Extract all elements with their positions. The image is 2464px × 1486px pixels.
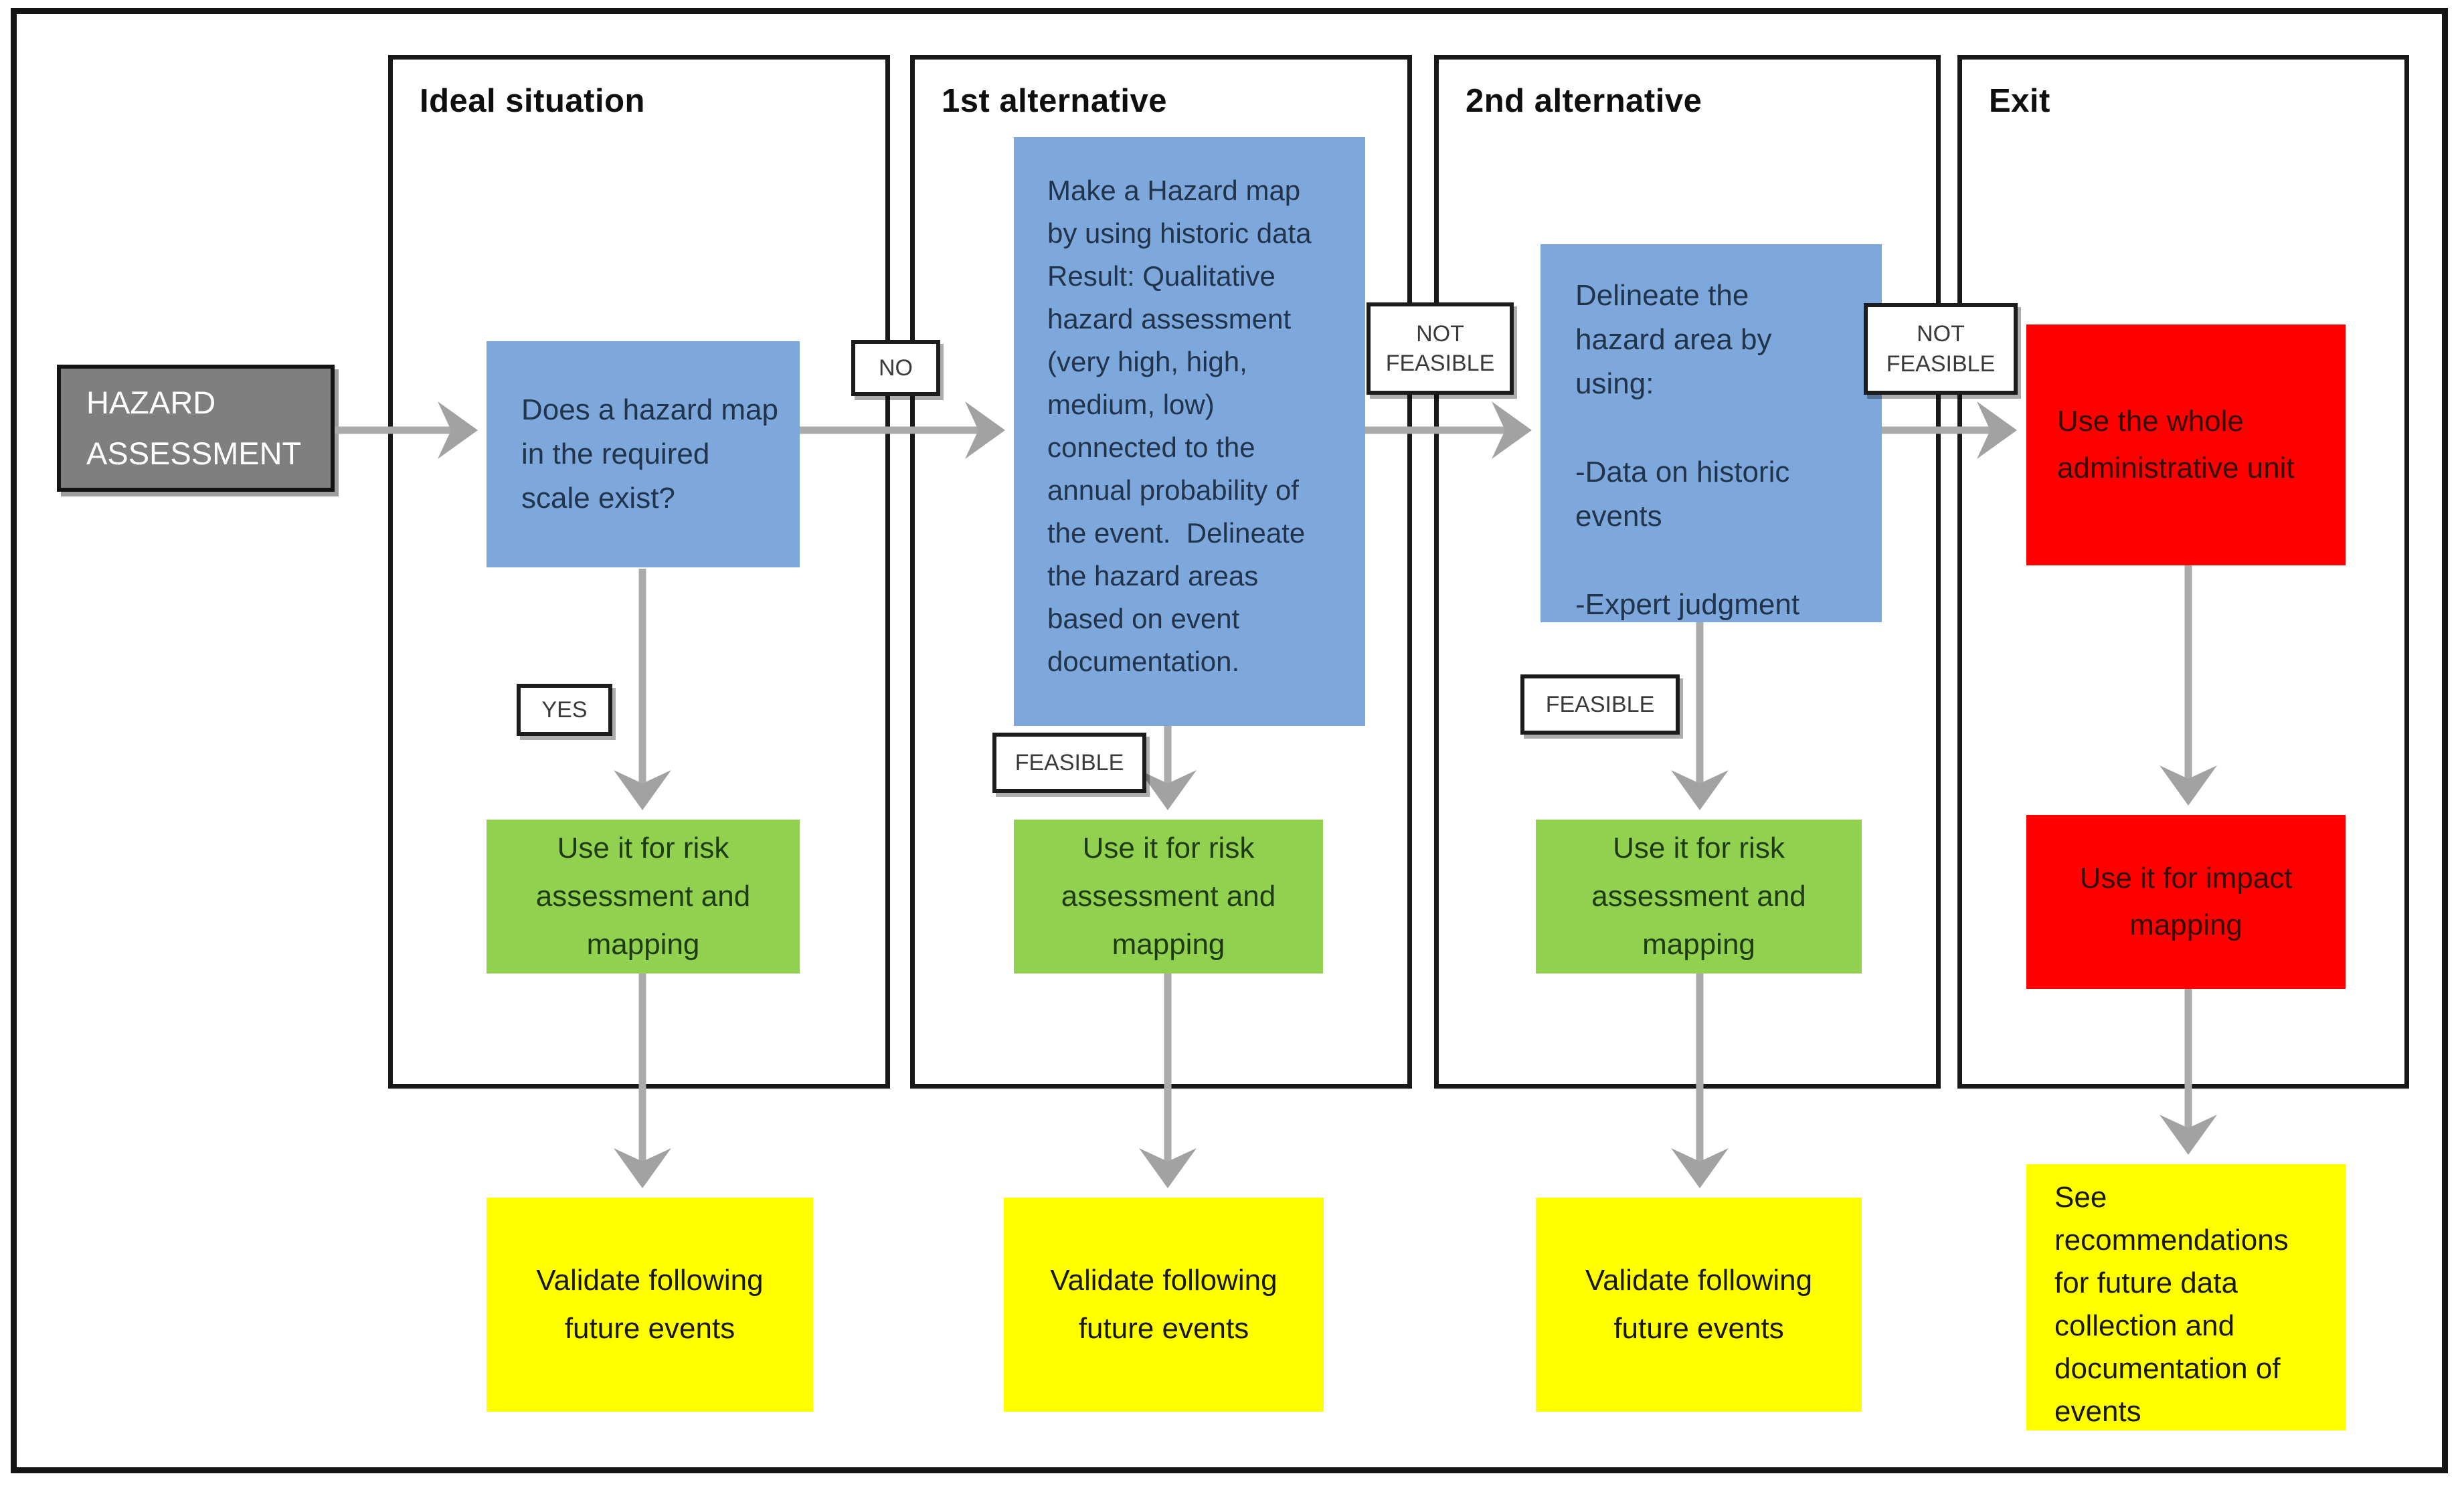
validate-box-1st: Validate following future events: [1004, 1198, 1324, 1412]
hazard-assessment-box: HAZARD ASSESSMENT: [57, 365, 335, 492]
process-box-make-hazard-map: Make a Hazard map by using historic data…: [1014, 137, 1365, 726]
column-header-2nd-alternative: 2nd alternative: [1466, 83, 1702, 119]
label-no: NO: [851, 340, 940, 396]
exit-box-whole-administrative-unit: Use the whole administrative unit: [2026, 324, 2346, 565]
column-1st-alternative: 1st alternative: [910, 55, 1412, 1089]
column-header-1st-alternative: 1st alternative: [942, 83, 1168, 119]
result-box-risk-assessment-1st: Use it for risk assessment and mapping: [1014, 820, 1323, 973]
column-2nd-alternative: 2nd alternative: [1434, 55, 1941, 1089]
column-header-ideal-situation: Ideal situation: [420, 83, 645, 119]
column-exit: Exit: [1957, 55, 2409, 1089]
result-box-risk-assessment-ideal: Use it for risk assessment and mapping: [487, 820, 800, 973]
diagram-border: [11, 8, 2448, 1473]
decision-box-hazard-map-exists: Does a hazard map in the required scale …: [487, 341, 800, 567]
validate-box-2nd: Validate following future events: [1536, 1198, 1862, 1412]
column-header-exit: Exit: [1989, 83, 2050, 119]
label-feasible-1st: FEASIBLE: [992, 733, 1146, 793]
validate-box-ideal: Validate following future events: [487, 1198, 813, 1412]
exit-box-impact-mapping: Use it for impact mapping: [2026, 815, 2346, 989]
recommendations-box-exit: See recommendations for future data coll…: [2026, 1164, 2346, 1430]
label-feasible-2nd: FEASIBLE: [1520, 674, 1680, 735]
label-not-feasible-2nd: NOT FEASIBLE: [1864, 303, 2018, 395]
label-yes: YES: [517, 684, 612, 736]
result-box-risk-assessment-2nd: Use it for risk assessment and mapping: [1536, 820, 1862, 973]
process-box-delineate-hazard-area: Delineate the hazard area by using: -Dat…: [1541, 244, 1882, 622]
label-not-feasible-1st: NOT FEASIBLE: [1367, 302, 1514, 395]
